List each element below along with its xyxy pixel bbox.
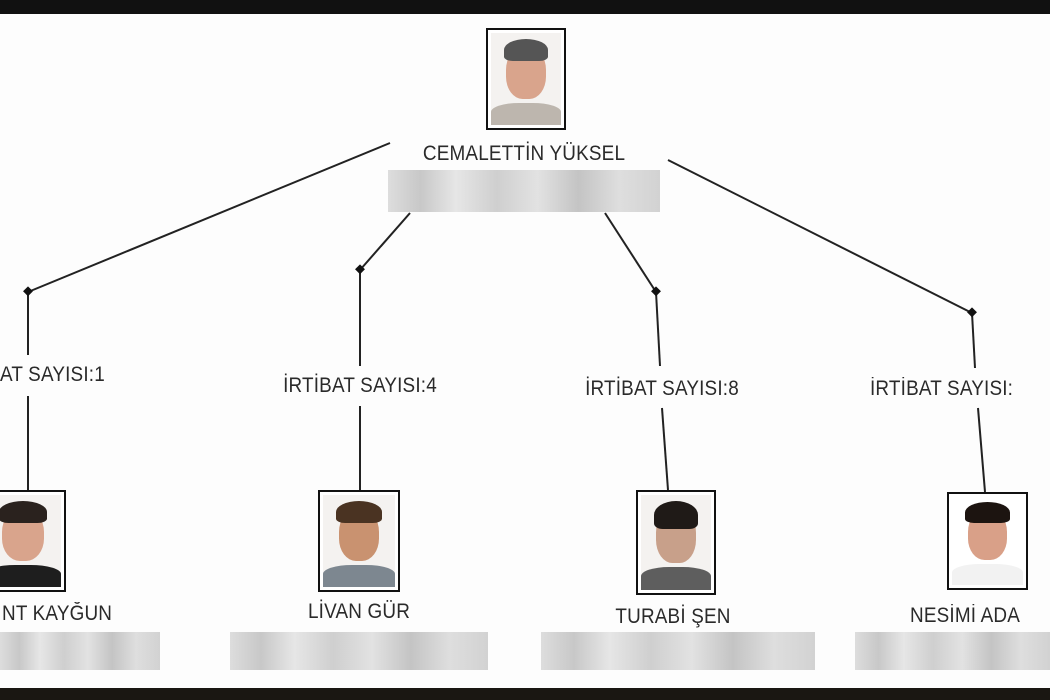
contact-count-label: İRTİBAT SAYISI:8 bbox=[585, 377, 739, 400]
edge-child3-upper bbox=[655, 291, 661, 367]
diamond-node bbox=[651, 286, 661, 297]
redacted-info bbox=[388, 170, 660, 212]
person-name: LİVAN GÜR bbox=[307, 600, 411, 623]
person-name: TURABİ ŞEN bbox=[615, 605, 731, 628]
link-diagram: CEMALETTİN YÜKSEL İRTİBAT SAYISI:1 NT KA… bbox=[0, 14, 1050, 688]
redacted-info bbox=[855, 632, 1050, 670]
edge-root-child2 bbox=[359, 212, 411, 271]
edge-root-child1 bbox=[27, 142, 391, 293]
person-photo bbox=[947, 492, 1028, 590]
redacted-info bbox=[230, 632, 488, 670]
diamond-node bbox=[355, 264, 365, 275]
connection-lines bbox=[23, 142, 986, 493]
edge-child3-lower bbox=[661, 407, 669, 491]
edge-child4-upper bbox=[971, 312, 976, 369]
edge-child4-lower bbox=[977, 407, 986, 493]
edge-root-child4 bbox=[667, 159, 973, 314]
person-photo bbox=[0, 490, 66, 592]
diamond-node bbox=[967, 307, 977, 318]
person-photo bbox=[636, 490, 716, 595]
root-name: CEMALETTİN YÜKSEL bbox=[422, 142, 626, 165]
contact-count-label: İRTİBAT SAYISI:1 bbox=[0, 363, 105, 386]
person-name: NESİMİ ADA bbox=[910, 604, 1020, 627]
contact-count-label: İRTİBAT SAYISI:4 bbox=[283, 374, 437, 397]
diamond-node bbox=[23, 286, 33, 297]
bottom-border bbox=[0, 688, 1050, 700]
root-photo bbox=[486, 28, 566, 130]
redacted-info bbox=[0, 632, 160, 670]
contact-count-label: İRTİBAT SAYISI: bbox=[870, 377, 1014, 400]
person-photo bbox=[318, 490, 400, 592]
person-name: NT KAYĞUN bbox=[2, 602, 113, 625]
redacted-info bbox=[541, 632, 815, 670]
edge-root-child3 bbox=[604, 212, 657, 293]
